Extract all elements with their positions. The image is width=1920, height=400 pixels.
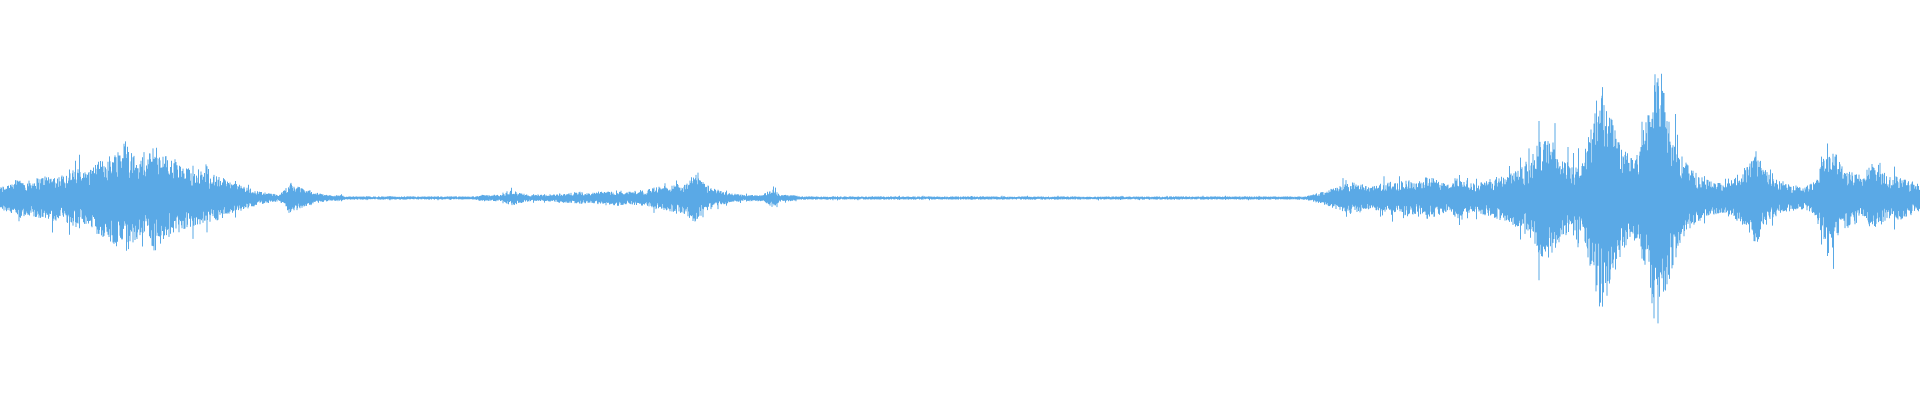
- waveform-trace: [0, 73, 1920, 324]
